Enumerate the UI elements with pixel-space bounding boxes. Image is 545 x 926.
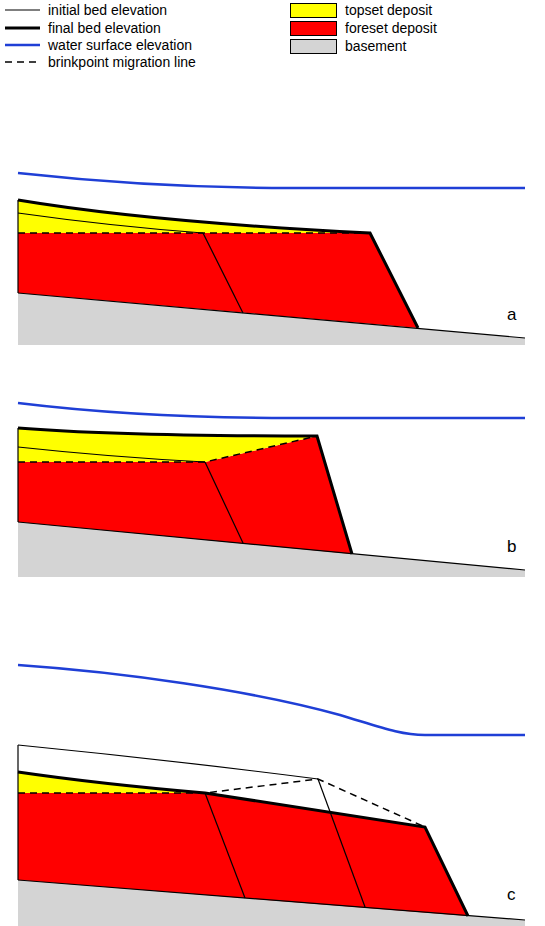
legend-label: basement [345, 37, 406, 55]
brinkpoint-line [18, 436, 317, 462]
legend-swatch [290, 21, 337, 36]
legend-label: brinkpoint migration line [48, 53, 196, 71]
panel-a [18, 173, 525, 345]
initial-foreset-line [203, 233, 243, 313]
section-edge [17, 428, 18, 522]
legend-line-sample [5, 27, 40, 30]
panel-letter: b [507, 537, 516, 557]
topset-fill [18, 200, 370, 233]
brinkpoint-line [18, 232, 370, 234]
section-edge [17, 745, 18, 880]
legend-label: initial bed elevation [48, 1, 167, 19]
panel-c [18, 665, 525, 926]
basement-line [18, 880, 525, 920]
initial-bed-line [18, 745, 318, 779]
panel-b [18, 403, 525, 577]
legend-label: final bed elevation [48, 19, 161, 37]
brinkpoint-line [18, 779, 425, 827]
initial-foreset-line [318, 779, 365, 907]
section-edge [17, 200, 18, 293]
legend-line-sample [5, 61, 40, 63]
final-bed-line [18, 200, 418, 328]
water-surface-line [18, 173, 525, 188]
basement-line [18, 293, 525, 338]
legend-swatch [290, 39, 337, 54]
panel-letter: a [507, 305, 516, 325]
legend-line-sample [5, 44, 40, 47]
foreset-fill [18, 233, 418, 328]
water-surface-line [18, 665, 525, 735]
final-bed-line [18, 772, 468, 916]
initial-foreset-line [205, 793, 245, 898]
initial-bed-line [18, 213, 203, 233]
legend-label: topset deposit [345, 1, 432, 19]
panel-letter: c [507, 885, 516, 905]
final-bed-line [18, 428, 352, 554]
legend-label: foreset deposit [345, 19, 437, 37]
basement-line [18, 522, 525, 570]
legend-swatch [290, 3, 337, 18]
legend-line-sample [5, 9, 40, 10]
initial-bed-line [18, 447, 205, 462]
water-surface-line [18, 403, 525, 418]
initial-foreset-line [205, 462, 243, 543]
legend-label: water surface elevation [48, 36, 192, 54]
